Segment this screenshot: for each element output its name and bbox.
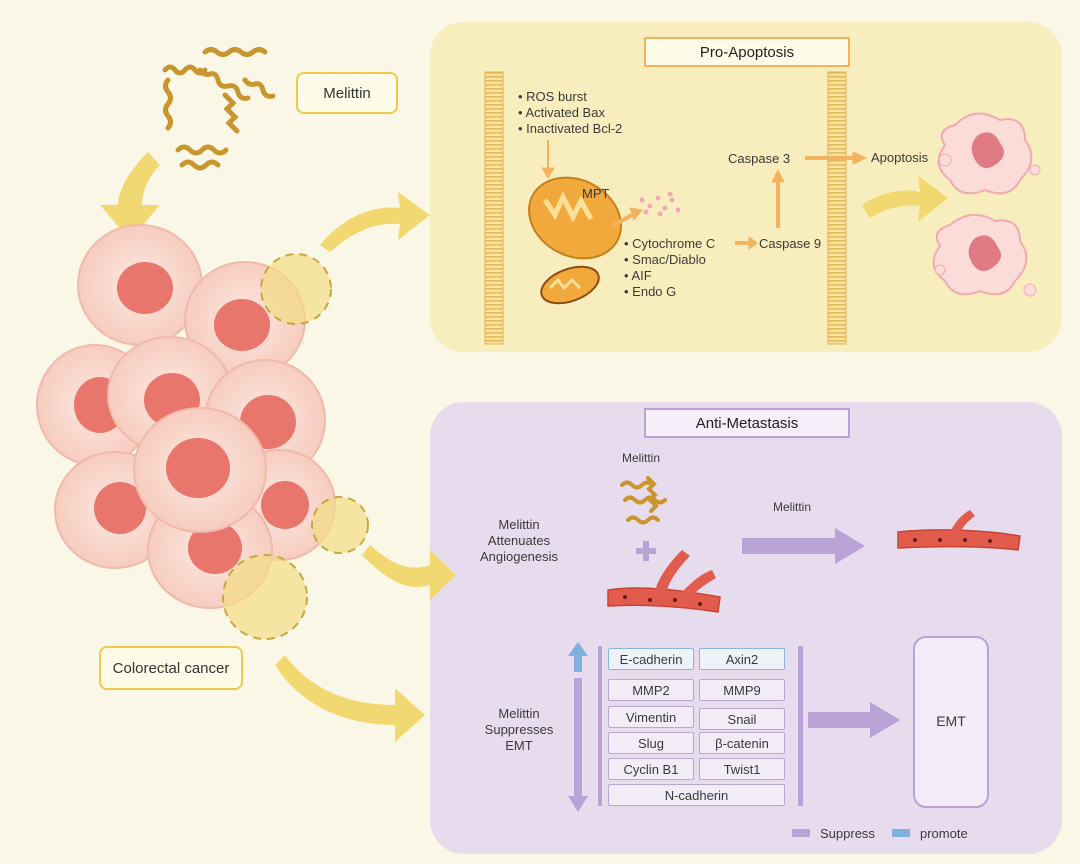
trigger-item: Inactivated Bcl-2 bbox=[518, 121, 622, 137]
anti-metastasis-title: Anti-Metastasis bbox=[644, 408, 850, 438]
trigger-item: ROS burst bbox=[518, 89, 622, 105]
gene-mmp9: MMP9 bbox=[699, 679, 785, 701]
legend-suppress-label: Suppress bbox=[820, 826, 875, 841]
blood-vessel-branched-icon bbox=[607, 550, 721, 613]
emt-arrow bbox=[808, 702, 900, 738]
legend-promote-swatch bbox=[892, 829, 910, 837]
pathway-arrows bbox=[541, 140, 868, 250]
melittin-arrow-label: Melittin bbox=[773, 500, 812, 514]
gene-vimentin: Vimentin bbox=[608, 706, 694, 728]
apoptotic-cells-icon bbox=[932, 112, 1041, 297]
yellow-arrows bbox=[100, 152, 948, 742]
gene-group-bracket-left bbox=[598, 646, 602, 806]
angiogenesis-arrow bbox=[742, 528, 865, 564]
gene-snail: Snail bbox=[699, 708, 785, 730]
gene-cyclin-b1: Cyclin B1 bbox=[608, 758, 694, 780]
cell-membrane-left bbox=[484, 71, 504, 345]
apoptosis-label: Apoptosis bbox=[871, 150, 929, 165]
colorectal-cancer-label: Colorectal cancer bbox=[99, 646, 243, 690]
cell-membrane-right bbox=[827, 71, 847, 345]
mitochondria-icon bbox=[528, 176, 622, 305]
gene-e-cadherin: E-cadherin bbox=[608, 648, 694, 670]
gene-mmp2: MMP2 bbox=[608, 679, 694, 701]
gene-twist1: Twist1 bbox=[699, 758, 785, 780]
released-factor-item: Cytochrome C bbox=[624, 236, 715, 252]
gene-axin2: Axin2 bbox=[699, 648, 785, 670]
released-factor-item: AIF bbox=[624, 268, 715, 284]
melittin-small-icon bbox=[620, 476, 667, 525]
angiogenesis-label: Melittin Attenuates Angiogenesis bbox=[479, 517, 559, 564]
blood-vessel-icon bbox=[897, 510, 1021, 551]
apoptosis-triggers-list: ROS burst Activated Bax Inactivated Bcl-… bbox=[518, 89, 622, 137]
released-factor-item: Endo G bbox=[624, 284, 715, 300]
melittin-peptide-icon bbox=[162, 47, 276, 171]
promote-arrow-up bbox=[568, 642, 588, 672]
caspase-9-label: Caspase 9 bbox=[759, 236, 822, 251]
released-factors-icon bbox=[639, 191, 681, 217]
trigger-item: Activated Bax bbox=[518, 105, 622, 121]
gene-group-bracket-right bbox=[798, 646, 803, 806]
emt-box bbox=[913, 636, 989, 808]
released-factor-item: Smac/Diablo bbox=[624, 252, 715, 268]
legend-promote-label: promote bbox=[920, 826, 968, 841]
plus-icon bbox=[636, 541, 656, 561]
pro-apoptosis-title: Pro-Apoptosis bbox=[644, 37, 850, 67]
gene-n-cadherin: N-cadherin bbox=[608, 784, 785, 806]
mpt-label: MPT bbox=[582, 186, 610, 201]
emt-box-label: EMT bbox=[936, 713, 966, 729]
melittin-label: Melittin bbox=[296, 72, 398, 114]
legend-suppress-swatch bbox=[792, 829, 810, 837]
released-factors-list: Cytochrome C Smac/Diablo AIF Endo G bbox=[624, 236, 715, 300]
caspase-3-label: Caspase 3 bbox=[728, 151, 791, 166]
emt-suppress-label: Melittin Suppresses EMT bbox=[484, 706, 554, 753]
gene-beta-catenin: β-catenin bbox=[699, 732, 785, 754]
suppress-arrow-down bbox=[568, 678, 588, 812]
gene-slug: Slug bbox=[608, 732, 694, 754]
cancer-cell-cluster bbox=[36, 224, 369, 640]
melittin-top-label: Melittin bbox=[622, 451, 661, 465]
